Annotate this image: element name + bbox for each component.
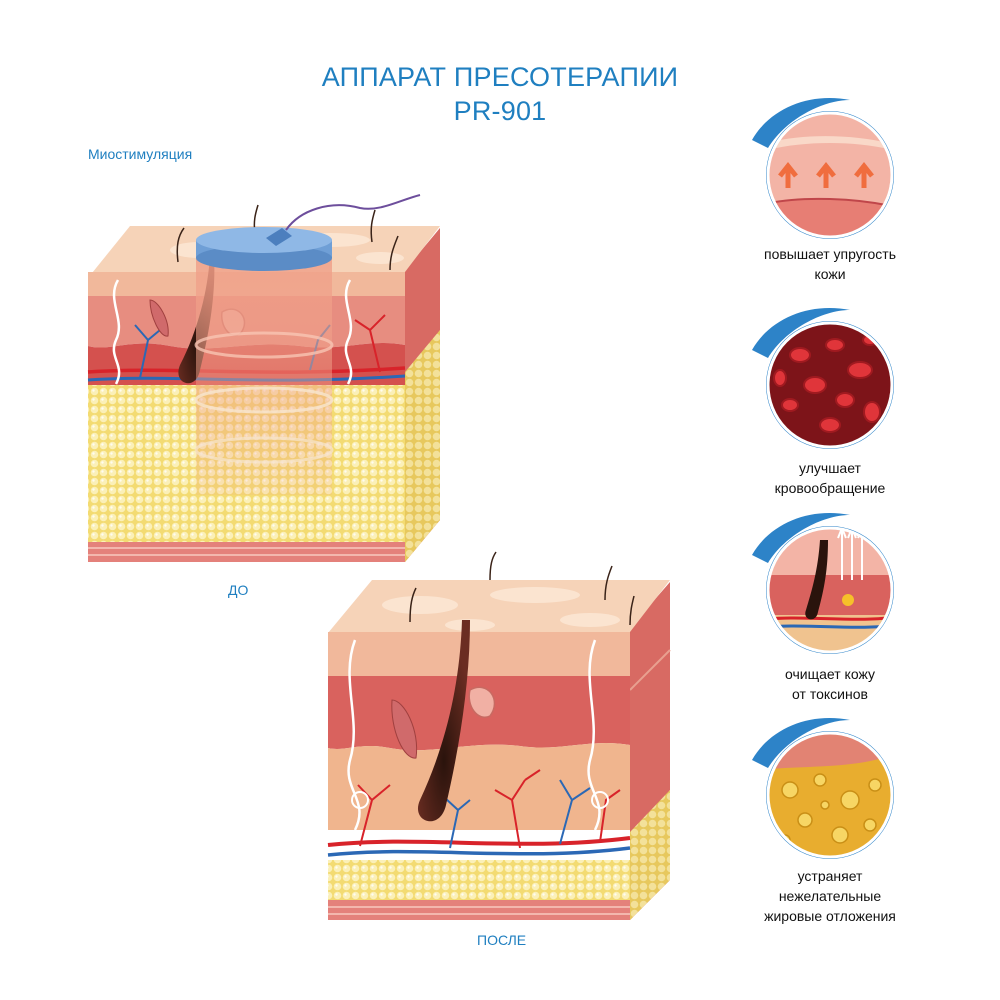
benefit-fat-reduction-icon <box>752 717 894 859</box>
benefit-label-line: кожи <box>814 266 846 282</box>
benefit-label-circulation: улучшает кровообращение <box>715 458 945 498</box>
benefit-label-fat: устраняет нежелательные жировые отложени… <box>715 866 945 926</box>
benefit-label-line: нежелательные <box>778 888 882 904</box>
section-label: Миостимуляция <box>88 146 193 162</box>
page-title: АППАРАТ ПРЕСОТЕРАПИИ PR-901 <box>0 60 1000 128</box>
benefit-detox-icon <box>752 512 894 654</box>
benefit-label-detox: очищает кожу от токсинов <box>715 664 945 704</box>
caption-before: ДО <box>228 582 249 598</box>
benefit-label-elasticity: повышает упругость кожи <box>715 244 945 284</box>
title-line-1: АППАРАТ ПРЕСОТЕРАПИИ <box>321 62 679 92</box>
benefit-circulation-icon <box>752 307 894 449</box>
skin-block-before <box>87 194 440 562</box>
title-line-2: PR-901 <box>453 96 547 126</box>
benefit-label-line: устраняет <box>797 868 863 884</box>
benefit-label-line: улучшает <box>799 460 861 476</box>
benefit-label-line: повышает упругость <box>763 246 896 262</box>
benefit-label-line: жировые отложения <box>764 908 896 924</box>
benefit-label-line: от токсинов <box>792 686 868 702</box>
benefit-elasticity-icon <box>752 97 894 239</box>
benefit-label-line: очищает кожу <box>785 666 875 682</box>
caption-after: ПОСЛЕ <box>477 932 527 948</box>
benefit-label-line: кровообращение <box>774 480 886 496</box>
skin-block-after <box>327 551 671 920</box>
